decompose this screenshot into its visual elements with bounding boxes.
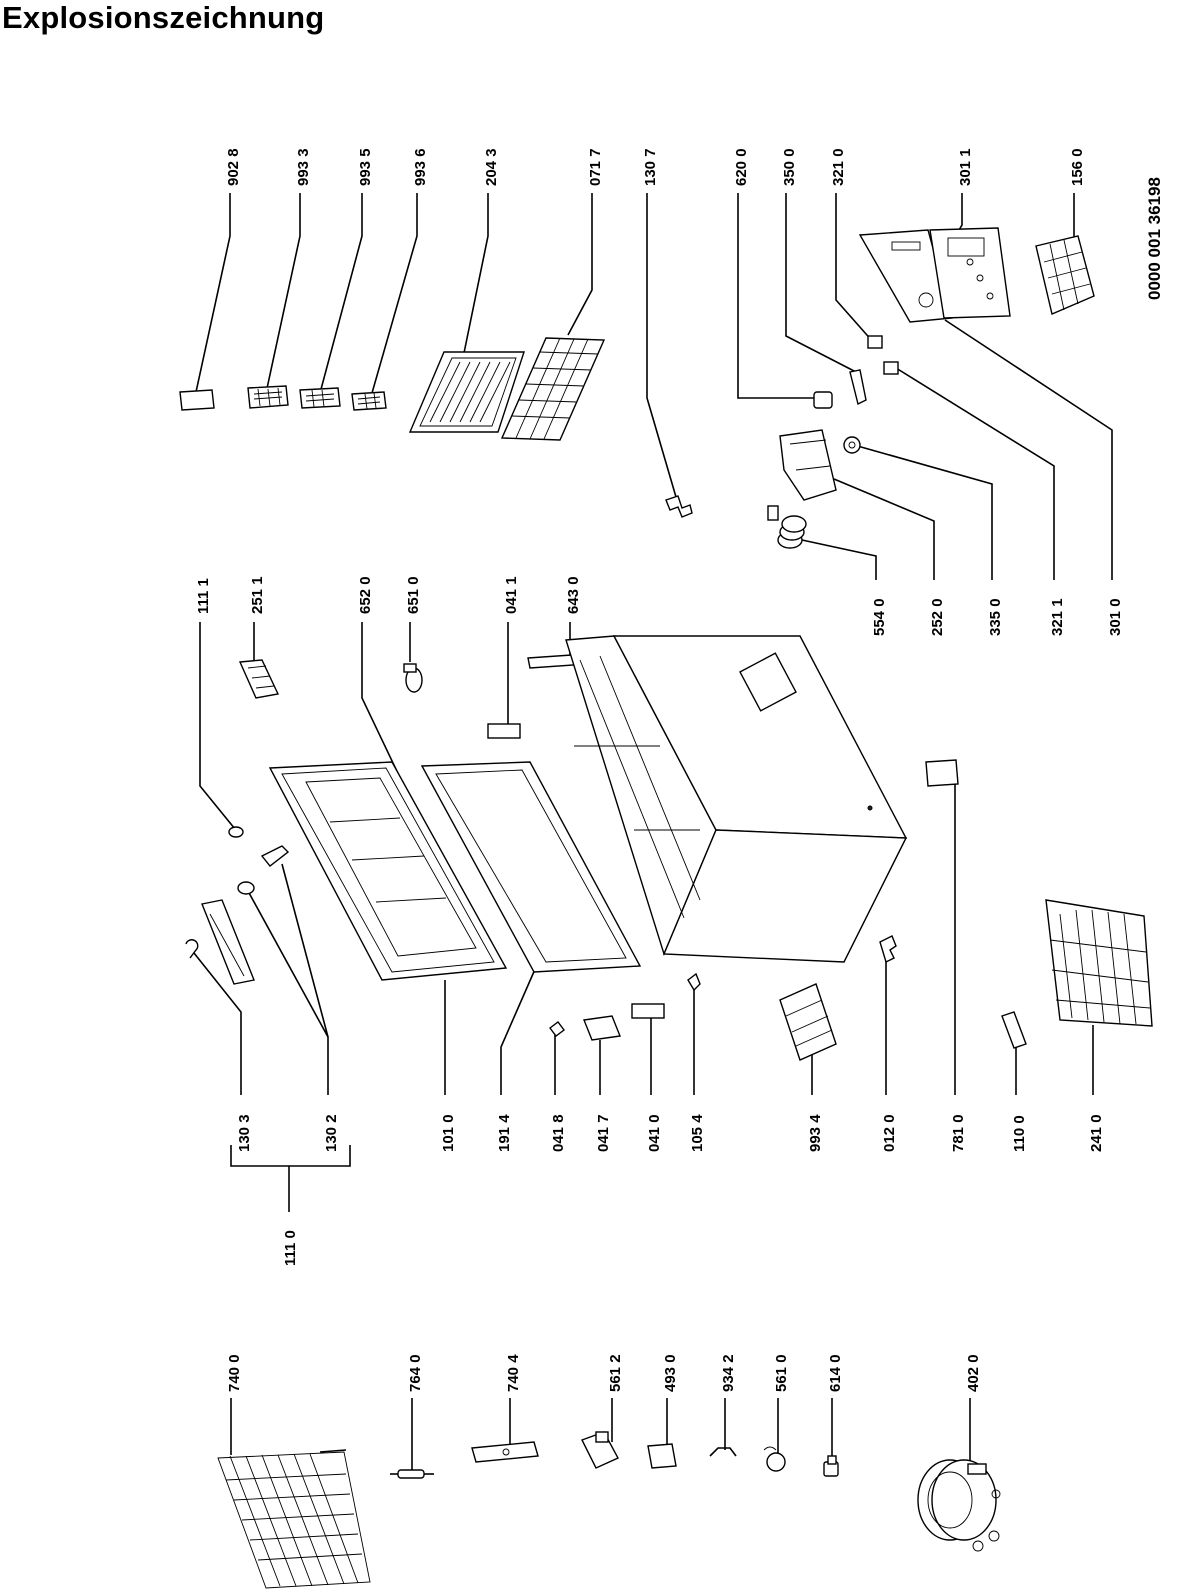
label-614-0: 614 0	[827, 1354, 844, 1392]
label-740-4: 740 4	[505, 1354, 522, 1392]
part-993-5	[299, 387, 341, 409]
part-321-0	[867, 335, 883, 349]
part-350-0	[849, 369, 867, 406]
label-130-2: 130 2	[323, 1114, 340, 1152]
part-740-4	[471, 1441, 539, 1463]
part-651-0	[403, 663, 423, 693]
leader-lines	[189, 193, 1113, 1473]
label-110-0: 110 0	[1011, 1115, 1028, 1152]
part-321-1	[883, 361, 899, 375]
part-111-1	[228, 826, 244, 838]
label-652-0: 652 0	[357, 576, 374, 614]
label-241-0: 241 0	[1088, 1114, 1105, 1152]
label-740-0: 740 0	[226, 1354, 243, 1392]
part-101-0	[268, 761, 508, 981]
label-071-7: 071 7	[587, 148, 604, 186]
part-041-8	[549, 1021, 565, 1037]
part-041-7	[583, 1015, 621, 1041]
label-041-1: 041 1	[503, 576, 520, 614]
label-191-4: 191 4	[496, 1114, 513, 1152]
part-191-4	[420, 761, 642, 973]
part-130-3	[201, 899, 255, 985]
label-101-0: 101 0	[440, 1114, 457, 1152]
part-993-6	[351, 391, 387, 411]
label-041-8: 041 8	[550, 1114, 567, 1152]
label-301-0: 301 0	[1107, 598, 1124, 636]
label-156-0: 156 0	[1069, 148, 1086, 186]
part-561-0	[763, 1446, 786, 1472]
part-740-0	[217, 1449, 371, 1589]
part-110-0	[1001, 1011, 1027, 1049]
part-614-0	[823, 1455, 839, 1477]
label-993-6: 993 6	[412, 148, 429, 186]
part-493-0	[647, 1443, 677, 1469]
part-251-1	[238, 659, 280, 699]
part-041-1	[487, 723, 521, 739]
page-title: Explosionszeichnung	[2, 0, 325, 35]
label-130-7: 130 7	[642, 148, 659, 186]
label-321-0: 321 0	[830, 148, 847, 186]
part-cabinet-body	[565, 635, 908, 963]
label-111-0: 111 0	[282, 1230, 299, 1266]
part-204-3	[408, 351, 525, 433]
part-993-3	[247, 385, 289, 409]
label-781-0: 781 0	[950, 1114, 967, 1152]
label-764-0: 764 0	[407, 1354, 424, 1392]
label-561-2: 561 2	[607, 1354, 624, 1392]
part-301-0	[929, 227, 1011, 319]
label-651-0: 651 0	[405, 576, 422, 614]
part-781-0	[925, 759, 959, 787]
part-335-0	[843, 436, 861, 454]
label-993-3: 993 3	[295, 148, 312, 186]
part-105-4	[687, 972, 701, 992]
label-561-0: 561 0	[773, 1354, 790, 1392]
part-156-0	[1035, 235, 1095, 315]
label-934-2: 934 2	[720, 1354, 737, 1392]
label-620-0: 620 0	[733, 148, 750, 186]
part-620-0	[813, 391, 833, 409]
part-252-0	[779, 429, 837, 501]
part-993-4	[779, 983, 837, 1061]
label-041-7: 041 7	[595, 1114, 612, 1152]
part-130-3-hook	[185, 939, 199, 959]
part-402-0	[917, 1459, 1001, 1552]
label-041-0: 041 0	[646, 1114, 663, 1152]
label-335-0: 335 0	[987, 598, 1004, 636]
label-493-0: 493 0	[662, 1354, 679, 1392]
part-241-0	[1045, 899, 1153, 1027]
label-251-1: 251 1	[249, 576, 266, 614]
label-301-1: 301 1	[957, 148, 974, 186]
document-number: 0000 001 36198	[1145, 177, 1164, 300]
label-643-0: 643 0	[565, 576, 582, 614]
label-993-4: 993 4	[807, 1114, 824, 1152]
part-130-7	[665, 495, 693, 518]
part-012-0	[879, 935, 897, 963]
label-012-0: 012 0	[881, 1114, 898, 1152]
label-993-5: 993 5	[357, 148, 374, 186]
label-350-0: 350 0	[781, 148, 798, 186]
label-204-3: 204 3	[483, 148, 500, 186]
part-554-0	[767, 505, 807, 549]
part-071-7	[500, 337, 606, 441]
part-902-8	[179, 389, 215, 411]
part-041-0	[631, 1003, 665, 1019]
label-130-3: 130 3	[236, 1114, 253, 1152]
label-111-1: 111 1	[195, 578, 212, 614]
label-105-4: 105 4	[689, 1114, 706, 1152]
label-402-0: 402 0	[965, 1354, 982, 1392]
part-130-2	[237, 845, 290, 895]
label-902-8: 902 8	[225, 148, 242, 186]
parts-group	[179, 227, 1153, 1589]
part-561-2	[581, 1431, 619, 1469]
label-252-0: 252 0	[929, 598, 946, 636]
part-934-2	[709, 1447, 737, 1457]
label-554-0: 554 0	[871, 598, 888, 636]
label-321-1: 321 1	[1049, 598, 1066, 636]
part-764-0	[390, 1469, 434, 1479]
